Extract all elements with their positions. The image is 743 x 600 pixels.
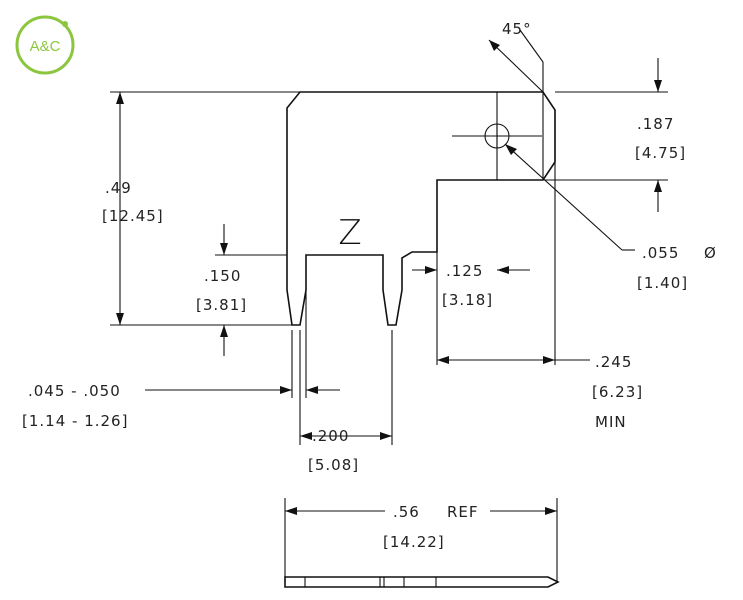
- logo-ring: [15, 15, 75, 75]
- logo-dot: [62, 21, 68, 27]
- height-in: .49: [105, 179, 132, 197]
- part-outline: Z: [286, 91, 556, 326]
- tab-height-mm: [4.75]: [635, 144, 686, 162]
- overall-mm: [14.22]: [383, 533, 445, 551]
- slot-width-mm: [1.14 - 1.26]: [22, 412, 128, 430]
- slot-width-in: .045 - .050: [28, 382, 121, 400]
- tab-len-note: MIN: [595, 413, 627, 431]
- tab-len-in: .245: [595, 353, 632, 371]
- hole-symbol: Ø: [704, 244, 717, 262]
- overall-ref: REF: [447, 503, 479, 521]
- tab-height-in: .187: [637, 115, 674, 133]
- extension-lines: [110, 62, 668, 582]
- part-label: Z: [338, 213, 361, 253]
- logo-text: A&C: [30, 38, 61, 55]
- dimension-text: .49 [12.45] .150 [3.81] .045 - .050 [1.1…: [22, 20, 717, 551]
- side-view: [284, 576, 560, 588]
- slot-depth-mm: [3.81]: [196, 296, 247, 314]
- height-mm: [12.45]: [102, 207, 164, 225]
- hole-in: .055: [642, 244, 679, 262]
- chamfer-angle: 45°: [502, 20, 532, 38]
- dimension-lines: [116, 29, 662, 515]
- pitch-in: .200: [312, 427, 349, 445]
- step-mm: [3.18]: [442, 291, 493, 309]
- tab-len-mm: [6.23]: [592, 383, 643, 401]
- step-in: .125: [446, 262, 483, 280]
- hole-mm: [1.40]: [637, 274, 688, 292]
- slot-depth-in: .150: [204, 267, 241, 285]
- overall-in: .56: [393, 503, 420, 521]
- pitch-mm: [5.08]: [308, 456, 359, 474]
- logo: A&C: [15, 15, 75, 75]
